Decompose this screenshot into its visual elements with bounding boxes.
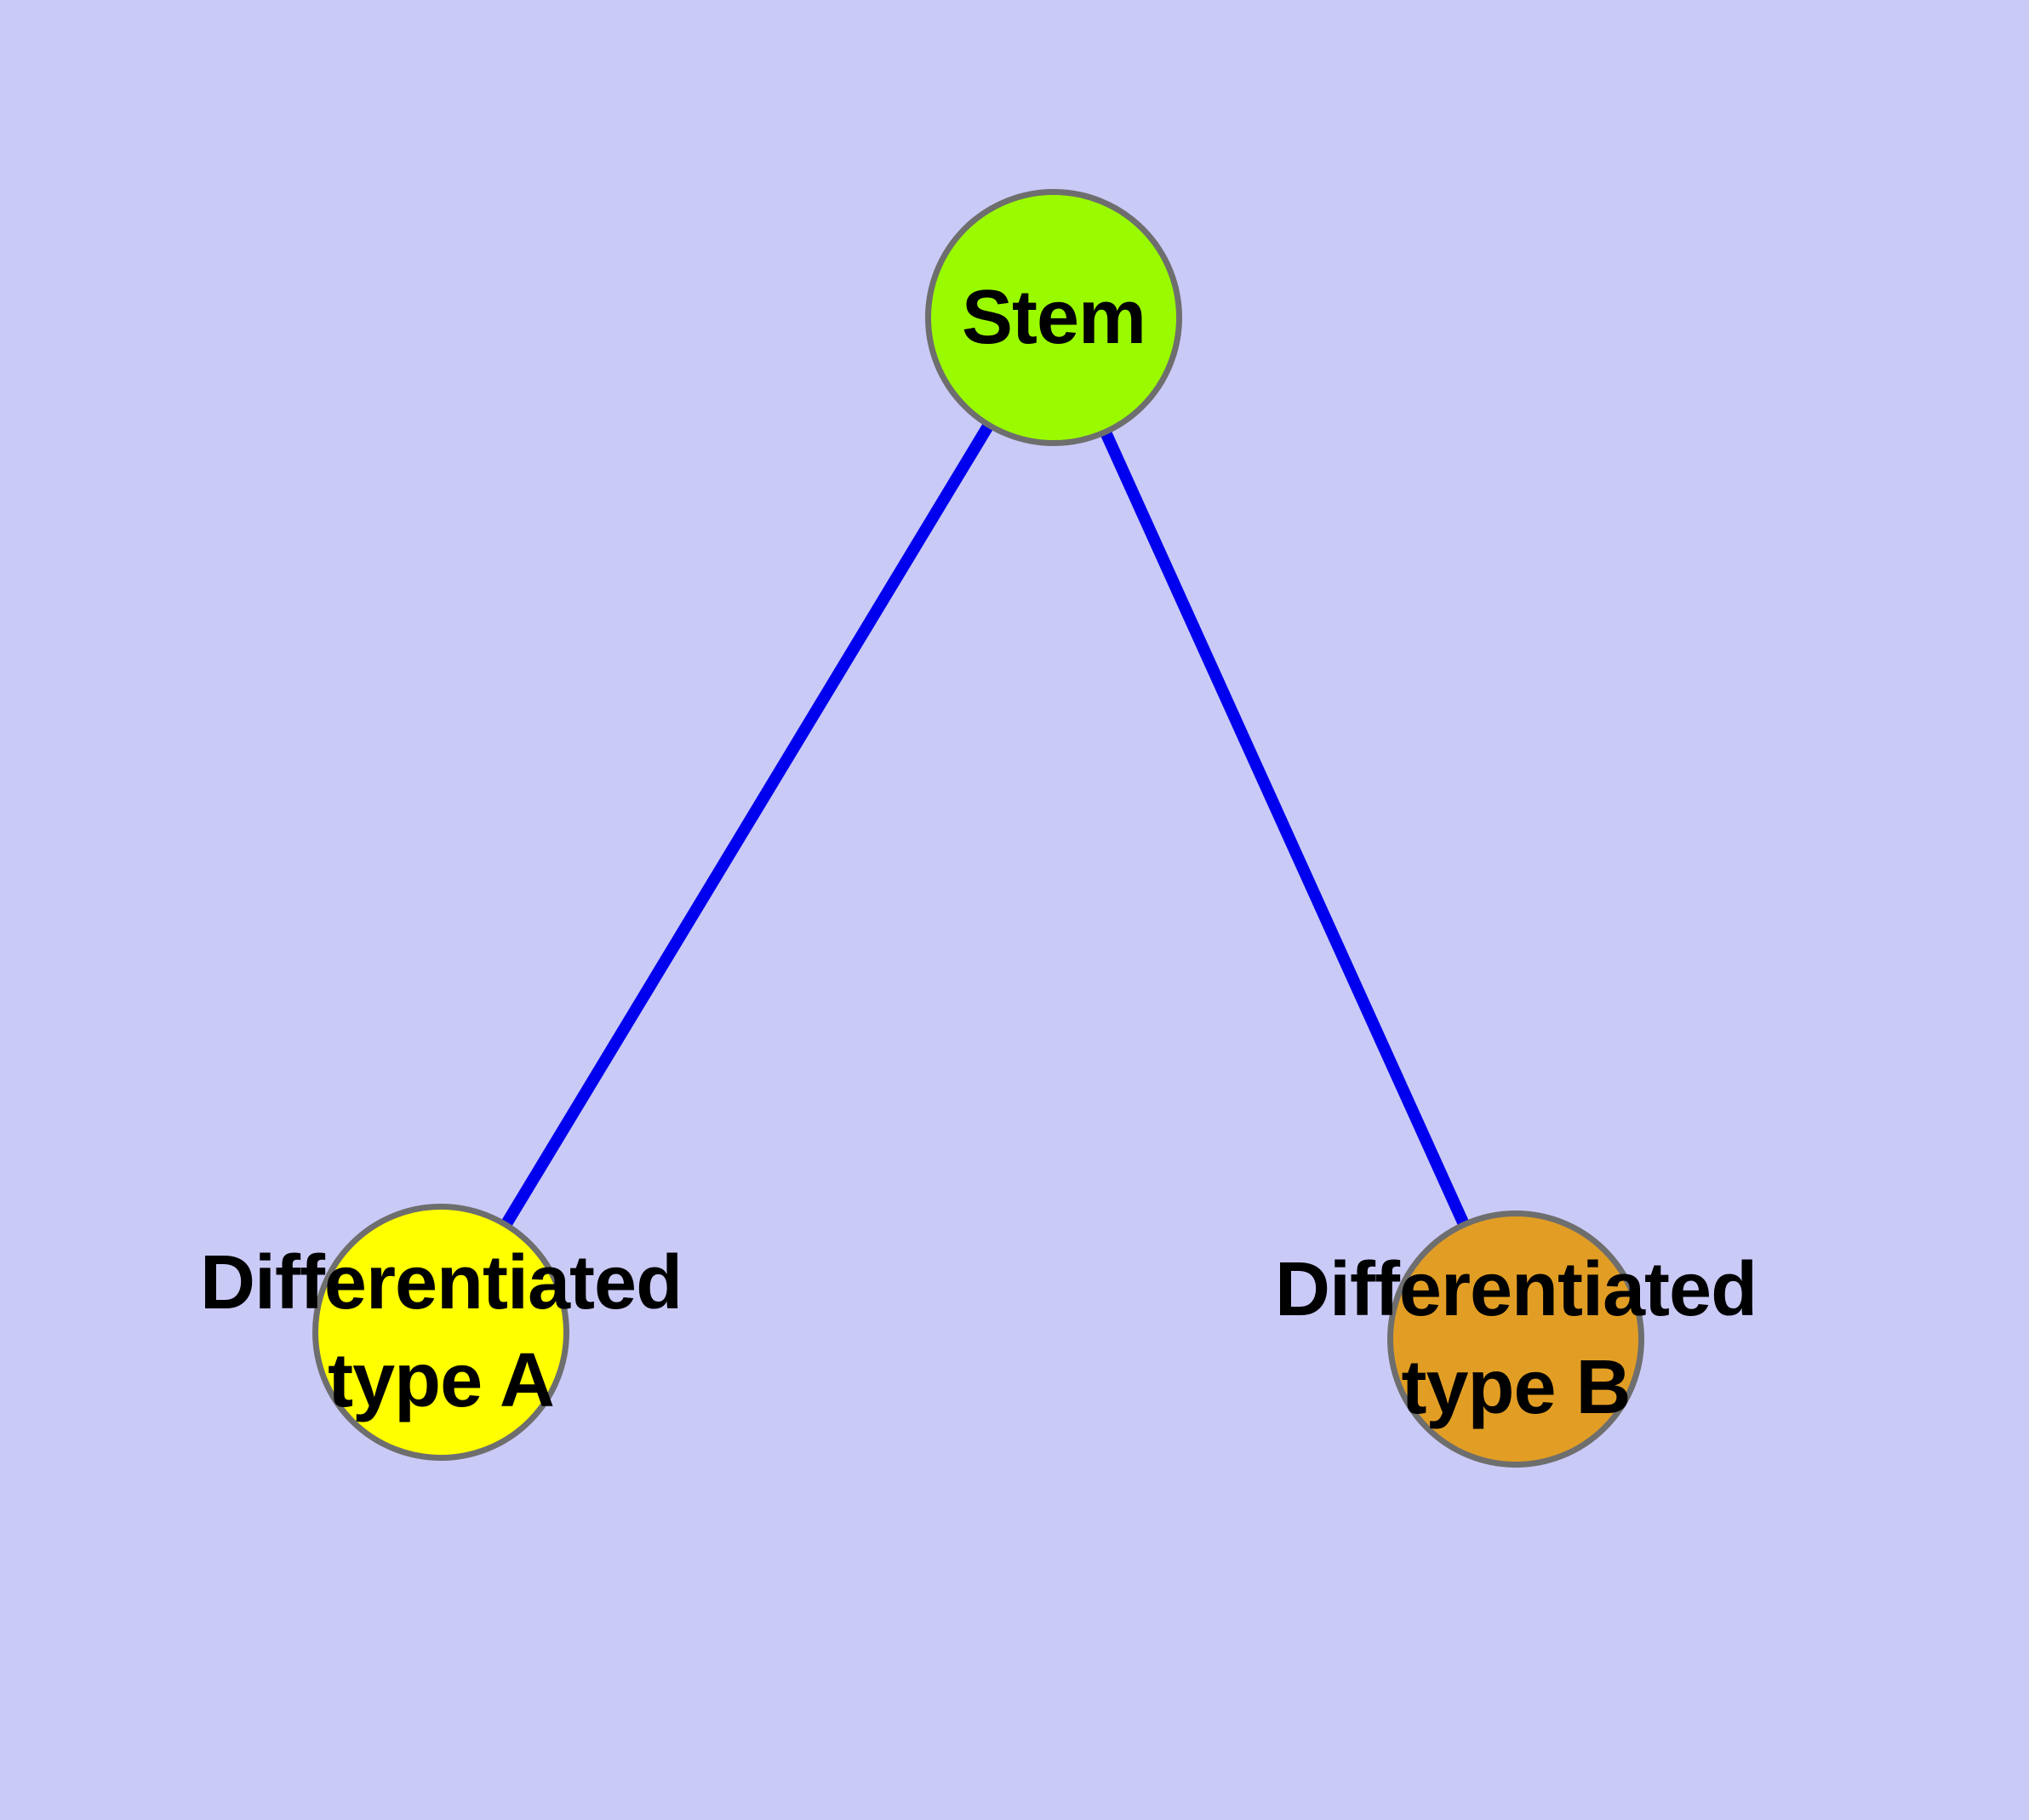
node-stem: Stem <box>925 189 1182 446</box>
node-stem-label: Stem <box>961 274 1146 360</box>
node-differentiated-type-a: Differentiated type A <box>200 1204 683 1461</box>
node-differentiated-type-b: Differentiated type B <box>1275 1210 1758 1468</box>
edge-stem-to-type-a <box>436 314 1059 1336</box>
node-differentiated-type-a-label: Differentiated type A <box>199 1240 683 1423</box>
node-differentiated-type-b-label: Differentiated type B <box>1274 1247 1758 1430</box>
edge-stem-to-type-b <box>1048 315 1522 1342</box>
